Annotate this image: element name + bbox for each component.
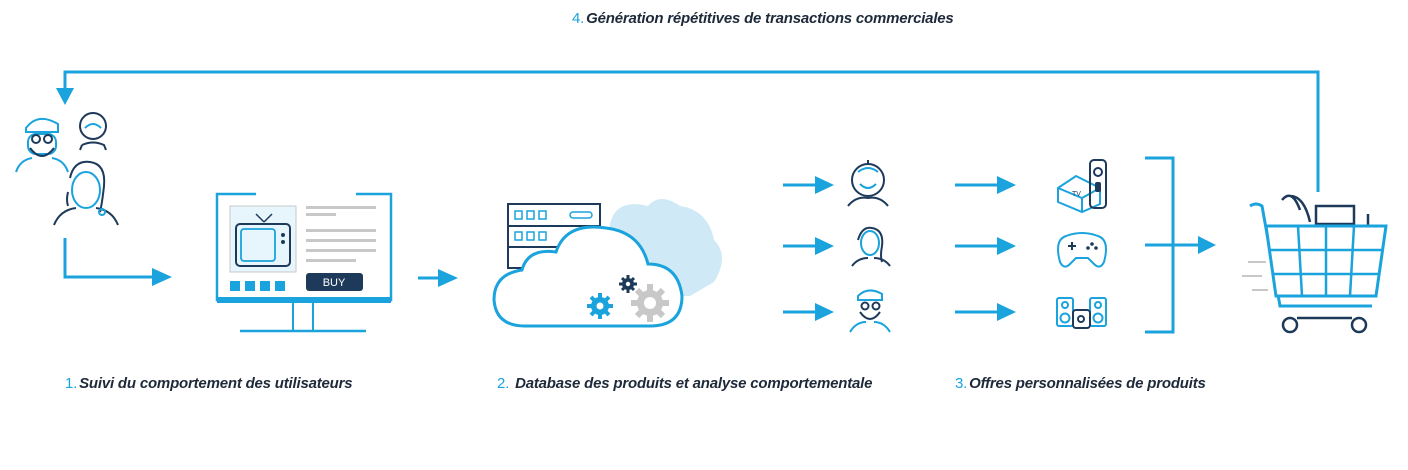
- step-4-number: 4.: [572, 10, 585, 27]
- product-arrows: [955, 176, 1016, 321]
- gear-icon: [587, 293, 613, 319]
- woman-icon: [53, 160, 119, 226]
- step-3-number: 3.: [955, 375, 968, 392]
- step-2-label: 2. Database des produits et analyse comp…: [497, 375, 872, 392]
- server-cloud-icon: [492, 199, 722, 328]
- speakers-icon: [1056, 297, 1107, 329]
- loop-back-arrowhead: [56, 88, 74, 105]
- profile-arrows: [783, 176, 834, 321]
- monitor-icon: BUY: [215, 188, 393, 333]
- man-with-beard-icon: [849, 289, 891, 333]
- monitor-to-database-arrowhead: [438, 269, 458, 287]
- users-to-monitor-arrow: [63, 238, 155, 279]
- gear-icon: [619, 275, 637, 293]
- loop-back-arrow: [63, 70, 1320, 192]
- step-2-number: 2.: [497, 375, 510, 392]
- astronaut-icon: [79, 112, 107, 151]
- step-1-label: 1.Suivi du comportement des utilisateurs: [65, 375, 353, 392]
- step-2-text: Database des produits et analyse comport…: [511, 375, 873, 392]
- gamepad-icon: [1057, 232, 1107, 268]
- step-4-label: 4.Génération répétitives de transactions…: [572, 10, 954, 27]
- step-3-text: Offres personnalisées de produits: [969, 375, 1206, 392]
- buy-label: BUY: [323, 277, 346, 289]
- step-3-label: 3.Offres personnalisées de produits: [955, 375, 1206, 392]
- tv-box-icon: TV: [1057, 159, 1107, 214]
- step-1-number: 1.: [65, 375, 78, 392]
- woman-icon: [851, 226, 891, 267]
- tv-box-label: TV: [1072, 191, 1081, 198]
- step-1-text: Suivi du comportement des utilisateurs: [79, 375, 353, 392]
- step-4-text: Génération répétitives de transactions c…: [586, 10, 954, 27]
- man-with-beard-icon: [15, 117, 69, 173]
- users-to-monitor-arrowhead: [152, 268, 172, 286]
- astronaut-icon: [847, 160, 889, 207]
- shopping-cart-icon: [1242, 194, 1388, 334]
- gear-icon: [631, 284, 669, 322]
- bracket-to-cart-arrowhead: [1198, 236, 1216, 254]
- buy-button: [306, 273, 363, 291]
